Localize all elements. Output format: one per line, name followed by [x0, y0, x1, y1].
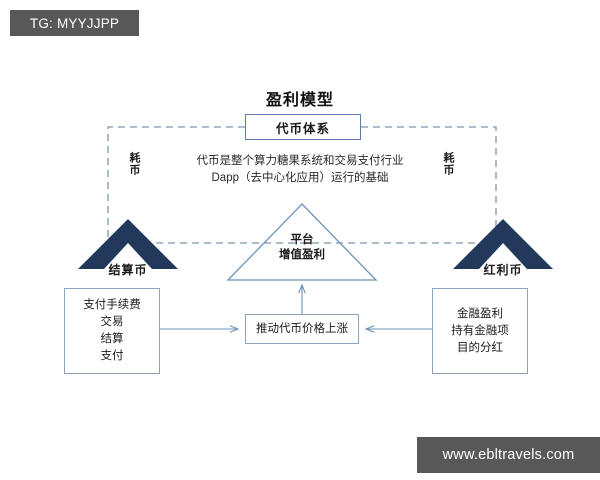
payment-flow-box: 支付手续费 交易 结算 支付 [64, 288, 160, 374]
token-description-line2: Dapp（去中心化应用）运行的基础 [211, 172, 389, 184]
token-description-line1: 代币是整个算力糖果系统和交易支付行业 [196, 155, 404, 167]
token-price-box: 推动代币价格上涨 [245, 314, 359, 344]
payment-flow-line1: 支付手续费 [83, 299, 141, 311]
settlement-coin-chevron [78, 219, 178, 269]
burn-label-right: 耗币 [442, 152, 454, 176]
tg-watermark-badge: TG: MYYJJPP [10, 10, 139, 36]
platform-line2: 增值盈利 [279, 249, 325, 261]
payment-flow-line4: 支付 [100, 350, 124, 362]
dividend-coin-chevron [453, 219, 553, 269]
token-price-label: 推动代币价格上涨 [256, 322, 348, 335]
token-system-box: 代币体系 [245, 114, 361, 140]
burn-label-left: 耗币 [128, 152, 140, 176]
finance-flow-line2: 持有金融项 [451, 324, 509, 337]
dashed-path-right [361, 126, 497, 243]
payment-flow-line3: 结算 [100, 333, 124, 345]
tg-watermark-text: TG: MYYJJPP [29, 15, 120, 31]
platform-triangle [226, 203, 378, 281]
finance-flow-line1: 金融盈利 [457, 307, 503, 320]
platform-triangle-text: 平台 增值盈利 [228, 233, 376, 263]
dividend-coin-label: 红利币 [483, 263, 523, 277]
settlement-coin-label: 结算币 [108, 263, 148, 277]
diagram-title: 盈利模型 [265, 92, 334, 109]
platform-line1: 平台 [290, 234, 314, 246]
payment-flow-line2: 交易 [100, 316, 124, 328]
site-watermark-badge: www.ebltravels.com [417, 437, 600, 473]
token-system-label: 代币体系 [275, 121, 330, 136]
token-description: 代币是整个算力糖果系统和交易支付行业 Dapp（去中心化应用）运行的基础 [150, 153, 450, 187]
finance-flow-box: 金融盈利 持有金融项 目的分红 [432, 288, 528, 374]
finance-flow-line3: 目的分红 [457, 341, 503, 354]
dashed-path-left [107, 126, 245, 243]
site-watermark-text: www.ebltravels.com [442, 447, 575, 463]
